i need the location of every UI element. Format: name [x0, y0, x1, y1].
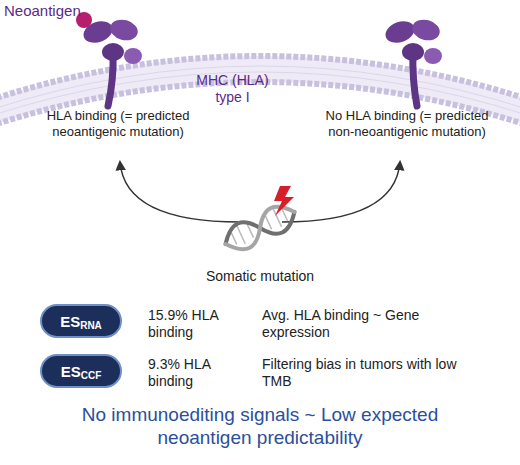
stat-value: 9.3% HLA binding — [148, 356, 240, 390]
mhc-receptor-left — [80, 17, 142, 106]
outcome-label: No HLA binding (= predicted non-neoantig… — [322, 108, 492, 139]
method-pill: ESRNA — [40, 304, 122, 338]
conclusion-text: No immunoediting signals ~ Low expected … — [60, 404, 460, 450]
mutation-bolt — [274, 186, 294, 216]
method-name: ES — [60, 313, 80, 330]
protein-label: MHC (HLA) type I — [190, 72, 275, 106]
dna-helix — [220, 199, 301, 256]
arrow-left — [120, 162, 240, 222]
stat-note: Avg. HLA binding ~ Gene expression — [262, 307, 462, 341]
method-pill: ESCCF — [40, 354, 122, 388]
stat-value: 15.9% HLA binding — [148, 307, 240, 341]
outcome-label: HLA binding (= predicted neoantigenic mu… — [38, 108, 198, 139]
mhc-receptor-right — [382, 17, 442, 106]
method-subscript: CCF — [81, 370, 102, 381]
method-subscript: RNA — [80, 320, 102, 331]
stat-note: Filtering bias in tumors with low TMB — [262, 356, 462, 390]
arrow-right — [282, 162, 400, 222]
mutation-label: Somatic mutation — [180, 268, 340, 285]
protein-label: Neoantigen — [4, 2, 124, 20]
method-name: ES — [61, 363, 81, 380]
